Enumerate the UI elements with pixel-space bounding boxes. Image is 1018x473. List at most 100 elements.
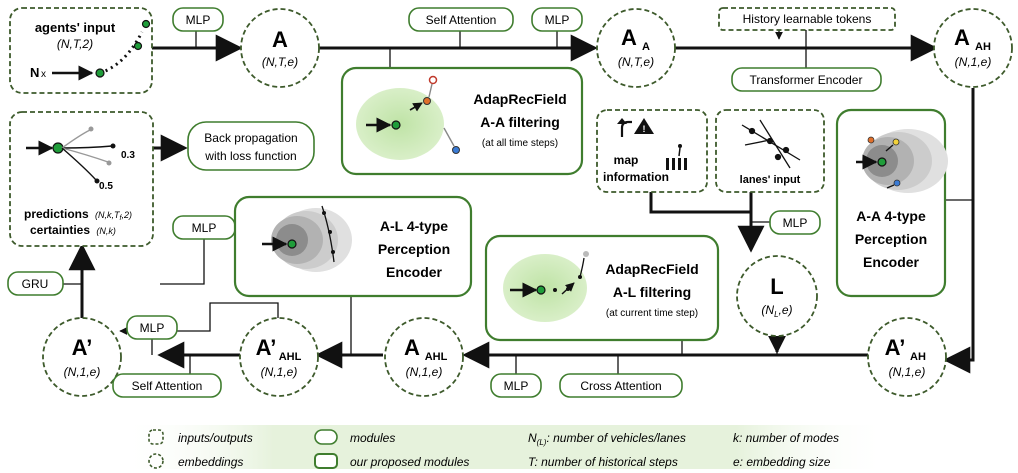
mlp-module-bottom-left: MLP [126,315,178,340]
agent-dot-icon [391,120,401,130]
svg-text:Encoder: Encoder [863,254,920,270]
svg-text:(N,T,e): (N,T,e) [262,55,298,69]
legend: inputs/outputs embeddings modules our pr… [120,425,890,469]
svg-text:!: ! [643,124,646,134]
self-attention-module-top: Self Attention [408,7,514,32]
legend-k-definition: k: number of modes [733,431,839,445]
svg-text:(N,1,e): (N,1,e) [64,365,101,379]
legend-n-definition: N(L): number of vehicles/lanes [528,431,686,447]
svg-text:(at current time step): (at current time step) [606,308,698,319]
cross-attention-module: Cross Attention [559,373,683,398]
agent-dot-icon [287,239,297,249]
predictions-box: 0.3 0.5 predictions (N,k,Tf,2) certainti… [9,111,154,247]
svg-text:AH: AH [975,41,991,53]
certainties-label: certainties (N,k) [30,223,116,237]
svg-text:Self Attention: Self Attention [426,13,497,27]
svg-text:MLP: MLP [186,13,211,27]
svg-text:L: L [770,274,783,299]
svg-text:A-A 4-type: A-A 4-type [856,208,926,224]
svg-text:A: A [621,25,637,50]
mlp-module-lanes: MLP [769,210,821,235]
aa-perception-encoder: A-A 4-type Perception Encoder [835,108,948,298]
svg-text:(N,1,e): (N,1,e) [261,365,298,379]
legend-proposed-modules: our proposed modules [350,455,469,469]
flow-lines [62,28,975,376]
history-learnable-tokens: History learnable tokens [718,7,896,31]
svg-text:A: A [272,27,288,52]
svg-text:A: A [954,25,970,50]
svg-text:Back propagation: Back propagation [204,131,297,145]
embedding-AA: A A (N,T,e) [596,8,676,88]
svg-text:A-L 4-type: A-L 4-type [380,218,448,234]
embedding-A: A (N,T,e) [240,8,320,88]
svg-text:Transformer Encoder: Transformer Encoder [750,73,863,87]
lanes-input-title: lanes' input [740,174,801,186]
embedding-Aprime: A’ (N,1,e) [42,317,122,397]
legend-e-definition: e: embedding size [733,455,831,469]
predictions-label: predictions (N,k,Tf,2) [24,207,132,222]
agent-dot-icon [536,285,546,295]
lanes-input-box: lanes' input [715,109,825,193]
agents-input-box: agents' input (N,T,2) N x [9,7,153,94]
svg-text:A-A filtering: A-A filtering [480,114,560,130]
svg-text:A: A [642,41,650,53]
svg-text:MLP: MLP [783,216,808,230]
svg-text:(NL,e): (NL,e) [761,303,792,319]
mlp-module-bottom-mid: MLP [490,373,542,398]
svg-text:AHL: AHL [425,351,448,363]
transformer-encoder-module: Transformer Encoder [731,67,882,92]
agent-dot-icon [95,68,105,78]
svg-text:Perception: Perception [378,241,450,257]
svg-text:(N,1,e): (N,1,e) [406,365,443,379]
pedestrian-crossing-icon [666,144,687,170]
prediction-certainty-top: 0.3 [121,150,135,161]
agents-input-x: x [41,69,46,80]
legend-pill-swatch [314,429,338,445]
svg-text:(N,1,e): (N,1,e) [955,55,992,69]
al-perception-encoder: A-L 4-type Perception Encoder [233,195,473,298]
svg-text:A: A [404,335,420,360]
lanes-icon [741,119,801,169]
embedding-Aprime-AH: A’ AH (N,1,e) [867,317,947,397]
prediction-certainty-bottom: 0.5 [99,181,113,192]
mlp-module-agents: MLP [172,7,224,32]
information-label: information [603,170,669,184]
svg-text:AHL: AHL [279,351,302,363]
adaprecfield-aa-filtering: AdapRecField A-A filtering (at all time … [340,66,584,176]
legend-embeddings: embeddings [178,455,243,469]
embedding-AAHL: A AHL (N,1,e) [384,317,464,397]
agent-dot-icon [133,41,143,51]
svg-text:GRU: GRU [22,277,49,291]
svg-text:Perception: Perception [855,231,927,247]
svg-text:Self Attention: Self Attention [132,379,203,393]
agents-input-dims: (N,T,2) [57,37,93,51]
self-attention-module-bottom: Self Attention [112,373,222,398]
legend-t-definition: T: number of historical steps [528,455,678,469]
back-propagation-module: Back propagation with loss function [187,121,315,171]
agent-dot-icon [141,19,151,29]
svg-text:MLP: MLP [545,13,570,27]
embedding-Aprime-AHL: A’ AHL (N,1,e) [239,317,319,397]
agents-input-n: N [30,65,39,80]
svg-text:MLP: MLP [192,221,217,235]
svg-text:A’: A’ [72,335,93,360]
agent-dot-icon [877,157,887,167]
mlp-module-gru: MLP [172,215,236,240]
agents-input-title: agents' input [35,20,116,35]
svg-text:(N,T,e): (N,T,e) [618,55,654,69]
mlp-module-top: MLP [531,7,583,32]
svg-text:A’: A’ [256,335,277,360]
legend-inputs-outputs: inputs/outputs [178,431,253,445]
gru-module: GRU [7,271,64,296]
warning-icon [634,118,654,134]
legend-modules: modules [350,431,395,445]
svg-text:with loss function: with loss function [204,149,296,163]
svg-text:AH: AH [910,351,926,363]
map-label: map [614,153,639,167]
embedding-L: L (NL,e) [736,255,818,337]
legend-proposed-swatch [314,453,338,469]
svg-text:AdapRecField: AdapRecField [605,261,698,277]
svg-text:(at all time steps): (at all time steps) [482,138,558,149]
svg-text:A’: A’ [885,335,906,360]
